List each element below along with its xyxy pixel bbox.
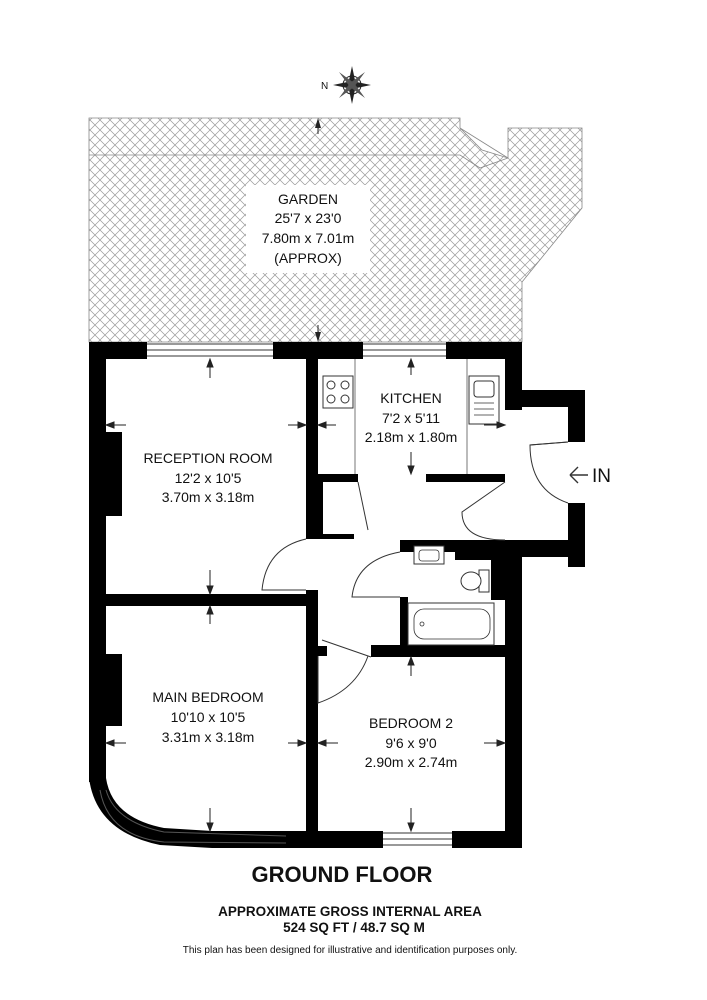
bathtub-icon	[407, 602, 495, 646]
reception-size-metric: 3.70m x 3.18m	[162, 489, 255, 505]
area-value: 524 SQ FT / 48.7 SQ M	[283, 920, 425, 935]
walls	[89, 342, 585, 848]
garden-label-box	[246, 185, 370, 273]
kitchen-size-metric: 2.18m x 1.80m	[365, 429, 458, 445]
entrance-arrow-icon	[569, 466, 588, 484]
window-reception	[147, 343, 273, 357]
entrance-label: IN	[592, 466, 611, 487]
garden-note: (APPROX)	[274, 250, 342, 266]
area-title: APPROXIMATE GROSS INTERNAL AREA	[218, 904, 482, 919]
garden-size-metric: 7.80m x 7.01m	[262, 230, 355, 246]
bedroom2-size-imperial: 9'6 x 9'0	[385, 735, 436, 751]
garden-name: GARDEN	[278, 191, 338, 207]
kitchen-size-imperial: 7'2 x 5'11	[382, 410, 440, 426]
disclaimer-text: This plan has been designed for illustra…	[183, 945, 517, 956]
doors	[261, 441, 569, 704]
window-bedroom2	[383, 832, 452, 846]
reception-size-imperial: 12'2 x 10'5	[175, 470, 242, 486]
sink-icon	[468, 375, 500, 425]
north-label: N	[321, 81, 328, 92]
bedroom2-size-metric: 2.90m x 2.74m	[365, 754, 458, 770]
basin-icon	[413, 545, 445, 565]
window-kitchen	[363, 343, 446, 357]
kitchen-name: KITCHEN	[380, 390, 441, 406]
interior-walls	[106, 359, 505, 831]
compass-icon	[333, 66, 371, 104]
hob-icon	[322, 375, 354, 409]
main-bedroom-name: MAIN BEDROOM	[152, 689, 263, 705]
main-bedroom-size-metric: 3.31m x 3.18m	[162, 729, 255, 745]
floor-title: GROUND FLOOR	[252, 862, 433, 887]
toilet-icon	[460, 569, 490, 593]
main-bedroom-size-imperial: 10'10 x 10'5	[171, 709, 246, 725]
garden-size-imperial: 25'7 x 23'0	[275, 210, 342, 226]
bedroom2-name: BEDROOM 2	[369, 715, 453, 731]
reception-name: RECEPTION ROOM	[143, 450, 272, 466]
dimension-arrows	[104, 357, 507, 833]
bay-window	[89, 778, 286, 848]
